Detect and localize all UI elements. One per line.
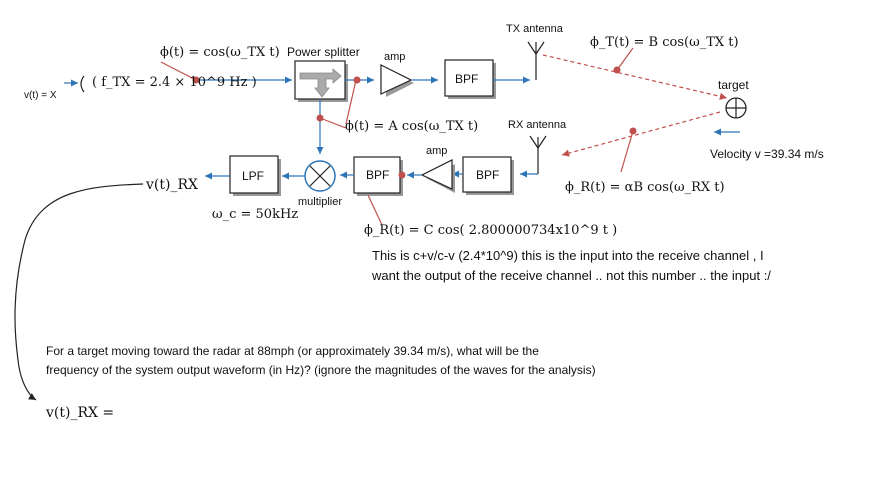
- phi-main-label: ϕ(t) = cos(ω_TX t): [160, 45, 280, 60]
- amp-top-block: [380, 64, 414, 97]
- bpf-mix-label: BPF: [366, 168, 390, 182]
- amp-bottom-block: [420, 159, 455, 193]
- bpf-rx-label: BPF: [476, 168, 500, 182]
- tx-beam: [542, 54, 728, 100]
- input-label: v(t) = X: [24, 90, 57, 101]
- phi-a-label: ϕ(t) = A cos(ω_TX t): [345, 119, 479, 134]
- amp-top-label: amp: [384, 51, 406, 63]
- lpf-label: LPF: [242, 169, 265, 183]
- bpf-rx-block: [462, 156, 514, 195]
- lpf-block: [229, 155, 281, 196]
- amp-bottom-label: amp: [426, 145, 448, 157]
- tx-antenna-icon: [527, 41, 545, 80]
- note-line-1: This is c+v/c-v (2.4*10^9) this is the i…: [372, 248, 764, 263]
- ftx-label: ( f_TX = 2.4 × 10^9 Hz ): [92, 75, 257, 90]
- tx-antenna-label: TX antenna: [506, 23, 563, 35]
- multiplier-icon: [304, 160, 336, 192]
- phi-r-alpha-label: ϕ_R(t) = αB cos(ω_RX t): [565, 180, 725, 195]
- rx-beam: [561, 111, 721, 157]
- bpf-mix-block: [353, 156, 403, 196]
- question-line-2: frequency of the system output waveform …: [46, 363, 596, 377]
- velocity-label: Velocity v =39.34 m/s: [710, 147, 824, 161]
- question-line-1: For a target moving toward the radar at …: [46, 344, 539, 358]
- note-line-2: want the output of the receive channel .…: [372, 268, 771, 283]
- phi-r-c-label: ϕ_R(t) = C cos( 2.800000734x10^9 t ): [364, 223, 618, 238]
- power-splitter-label: Power splitter: [287, 45, 360, 59]
- target-label: target: [718, 78, 749, 92]
- rx-antenna-label: RX antenna: [508, 119, 567, 131]
- target-icon: [725, 97, 747, 119]
- answer-label: v(t)_RX =: [46, 405, 115, 421]
- multiplier-label: multiplier: [298, 196, 343, 208]
- pointer-curve: [14, 183, 144, 401]
- bpf-top-label: BPF: [455, 72, 479, 86]
- input-arrow: [64, 75, 85, 93]
- bpf-top-block: [444, 59, 496, 99]
- v-rx-label: v(t)_RX: [146, 177, 198, 193]
- power-splitter-block: [294, 60, 348, 102]
- omega-c-label: ω_c = 50kHz: [212, 207, 299, 222]
- phi-t-label: ϕ_T(t) = B cos(ω_TX t): [590, 35, 739, 50]
- rx-antenna-icon: [529, 135, 547, 174]
